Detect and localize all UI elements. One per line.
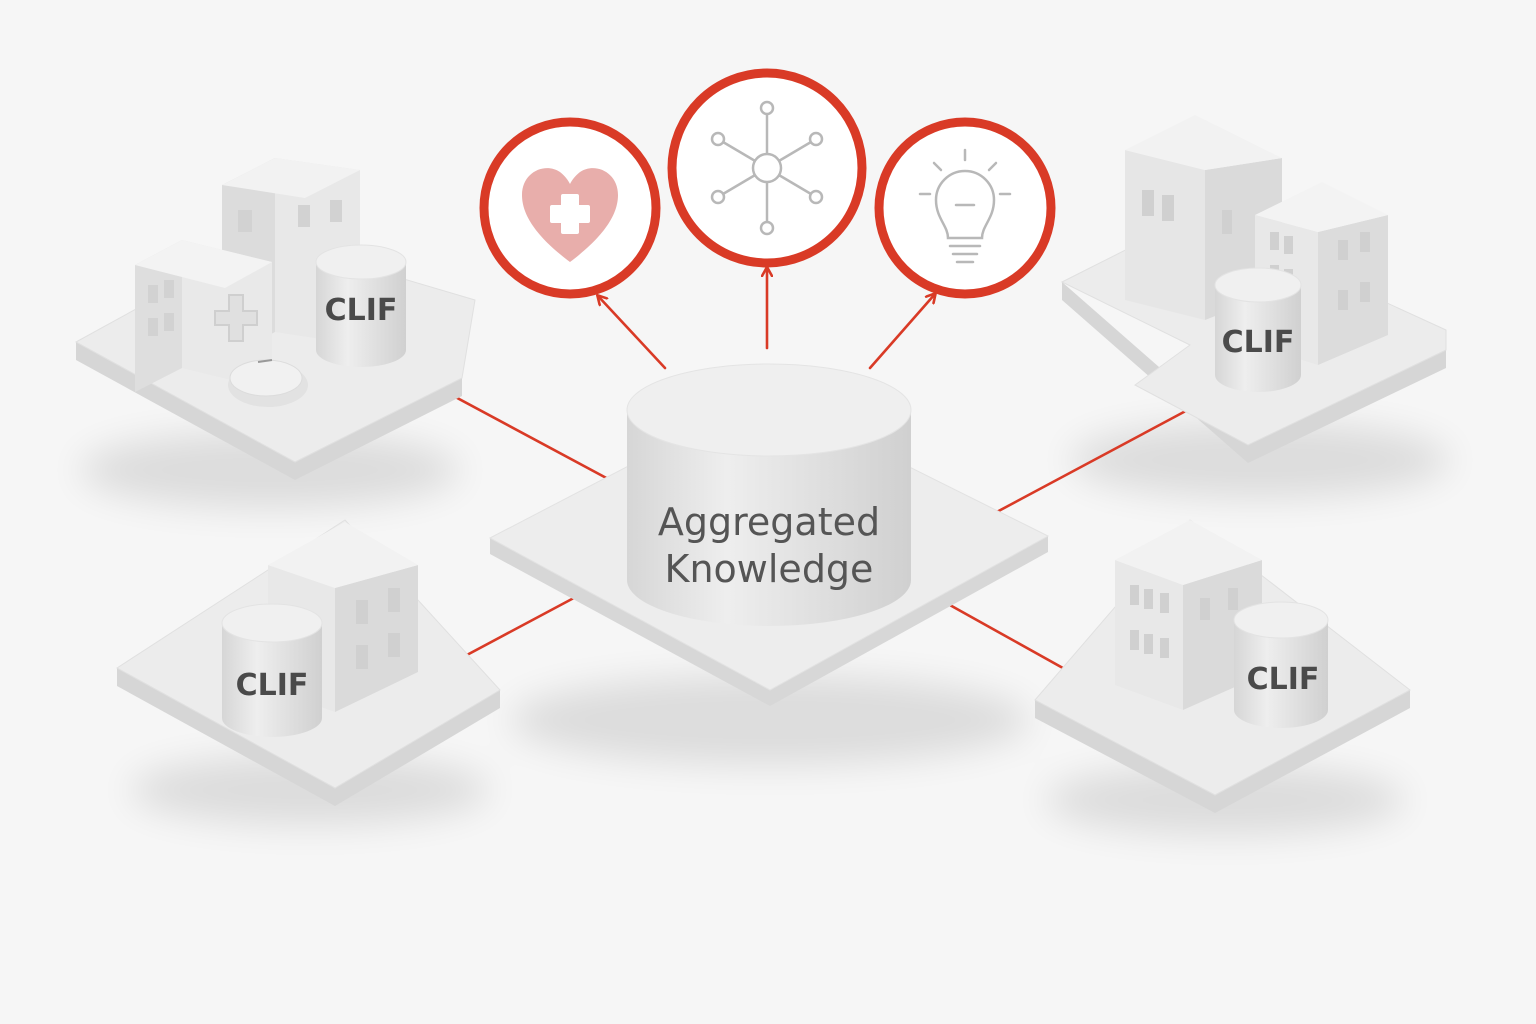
platform-side: [76, 342, 462, 480]
arrow-to-health: [598, 296, 667, 370]
site-bottom-left: CLIF: [116, 519, 501, 806]
output-arrows: [598, 268, 935, 370]
hub-label-line1: Aggregated: [658, 500, 880, 544]
db-label-bottom-left: CLIF: [236, 668, 309, 703]
db-label-top-right: CLIF: [1222, 325, 1295, 360]
hub-cylinder-side: [627, 410, 911, 626]
db-label-bottom-right: CLIF: [1247, 662, 1320, 697]
output-health: [479, 117, 661, 299]
network-hub-icon: [710, 100, 824, 236]
site-top-right: CLIF: [1060, 115, 1447, 463]
hub-cylinder-top: [626, 363, 912, 457]
output-insight: [874, 117, 1056, 299]
hub-label-line2: Knowledge: [665, 547, 874, 591]
center-hub: Aggregated Knowledge: [488, 363, 1050, 706]
output-network: [667, 68, 867, 268]
db-label-top-left: CLIF: [325, 293, 398, 328]
platform-side: [1035, 690, 1410, 813]
arrow-to-insight: [868, 294, 935, 370]
site-top-left: CLIF: [74, 158, 476, 480]
heart-plus-icon: [522, 168, 618, 262]
platform-side: [117, 668, 500, 806]
site-bottom-right: CLIF: [1034, 519, 1411, 813]
lightbulb-icon: [918, 148, 1012, 264]
hospital-cross-icon: [214, 294, 258, 342]
